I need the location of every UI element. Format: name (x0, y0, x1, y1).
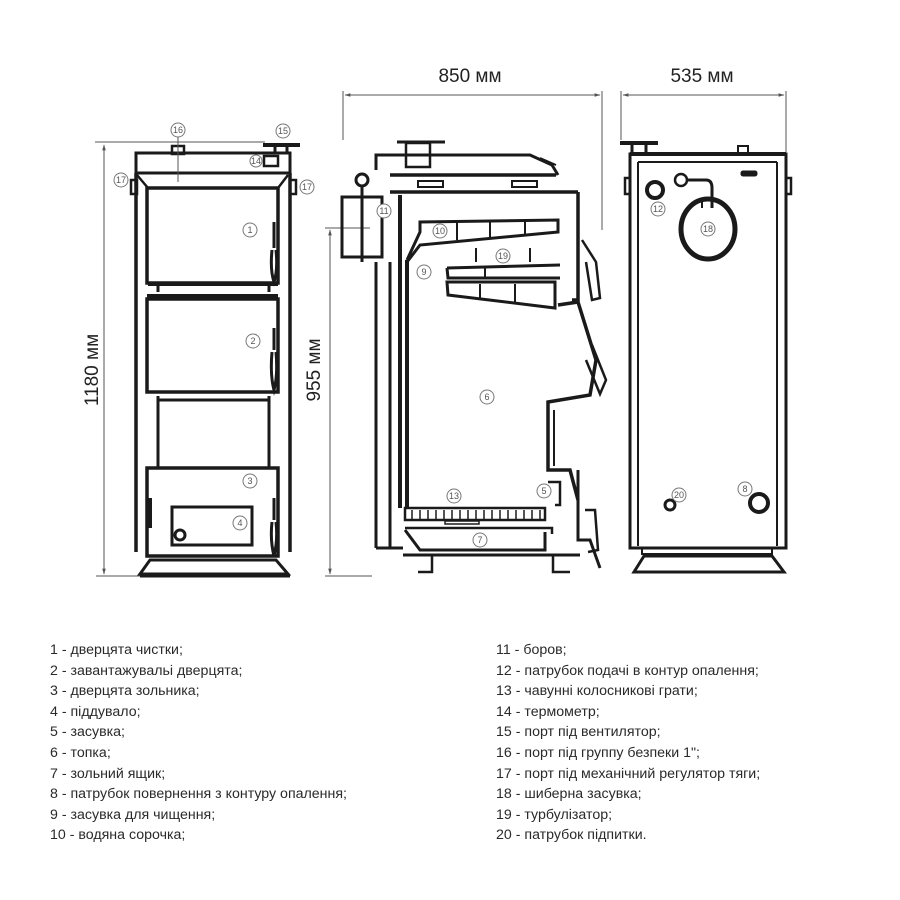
front-view (95, 141, 300, 578)
callout-3: 3 (247, 476, 252, 486)
height-dimension-955 (325, 227, 372, 577)
callout-14: 14 (251, 156, 261, 166)
callout-9: 9 (421, 267, 426, 277)
callout-16: 16 (173, 125, 183, 135)
callout-17-right: 17 (302, 182, 312, 192)
width-label-850: 850 мм (438, 66, 501, 87)
legend-left-column: 1 - дверцята чистки; 2 - завантажувальі … (50, 640, 347, 846)
legend-item-1: 1 - дверцята чистки; (50, 642, 183, 658)
legend-item-14: 14 - термометр; (496, 703, 600, 720)
legend-item-3: 3 - дверцята зольника; (50, 683, 200, 700)
callout-19: 19 (498, 251, 508, 261)
legend-item-4: 4 - піддувало; (50, 703, 141, 720)
boiler-technical-drawing: 16 15 14 17 17 1 2 3 4 1180 мм (82, 66, 793, 578)
height-dimension-1180 (95, 141, 265, 577)
callout-12: 12 (653, 204, 663, 214)
legend-item-19: 19 - турбулізатор; (496, 806, 613, 823)
legend-item-12: 12 - патрубок подачі в контур опалення; (496, 662, 759, 679)
legend-item-7: 7 - зольний ящик; (50, 765, 166, 782)
side-callouts: 11 10 19 9 6 13 5 7 (376, 203, 552, 548)
legend-item-15: 15 - порт під вентилятор; (496, 724, 661, 741)
width-dimension-850 (342, 91, 603, 230)
legend-item-6: 6 - топка; (50, 744, 111, 761)
back-callouts: 12 18 20 8 (650, 201, 753, 503)
legend-item-17: 17 - порт під механічний регулятор тяги; (496, 765, 761, 782)
width-label-535: 535 мм (670, 66, 733, 87)
callout-18: 18 (703, 224, 713, 234)
front-callouts: 16 15 14 17 17 1 2 3 4 (113, 122, 315, 531)
legend-item-18: 18 - шиберна засувка; (496, 786, 642, 803)
legend-item-13: 13 - чавунні колосникові грати; (496, 683, 698, 700)
width-dimension-535 (620, 91, 787, 152)
legend-item-5: 5 - засувка; (50, 724, 125, 741)
legend-item-9: 9 - засувка для чищення; (50, 806, 216, 823)
callout-13: 13 (449, 491, 459, 501)
callout-1: 1 (247, 225, 252, 235)
height-label-955: 955 мм (304, 338, 325, 401)
callout-17-left: 17 (116, 175, 126, 185)
callout-4: 4 (237, 518, 242, 528)
callout-6: 6 (484, 392, 489, 402)
side-section-view (325, 91, 608, 577)
callout-5: 5 (541, 486, 546, 496)
back-view (620, 91, 793, 574)
height-label-1180: 1180 мм (82, 334, 103, 406)
callout-20: 20 (674, 490, 684, 500)
callout-10: 10 (435, 226, 445, 236)
callout-8: 8 (742, 484, 747, 494)
callout-15: 15 (278, 126, 288, 136)
legend-item-11: 11 - боров; (496, 642, 567, 658)
callout-7: 7 (477, 535, 482, 545)
legend-right-column: 11 - боров; 12 - патрубок подачі в конту… (496, 640, 760, 846)
legend-item-8: 8 - патрубок повернення з контуру опален… (50, 786, 347, 803)
callout-11: 11 (379, 206, 388, 216)
legend-item-2: 2 - завантажувальі дверцята; (50, 662, 243, 679)
callout-2: 2 (250, 336, 255, 346)
legend-item-10: 10 - водяна сорочка; (50, 827, 186, 844)
legend-item-20: 20 - патрубок підпитки. (496, 827, 647, 844)
legend-item-16: 16 - порт під группу безпеки 1"; (496, 744, 700, 761)
